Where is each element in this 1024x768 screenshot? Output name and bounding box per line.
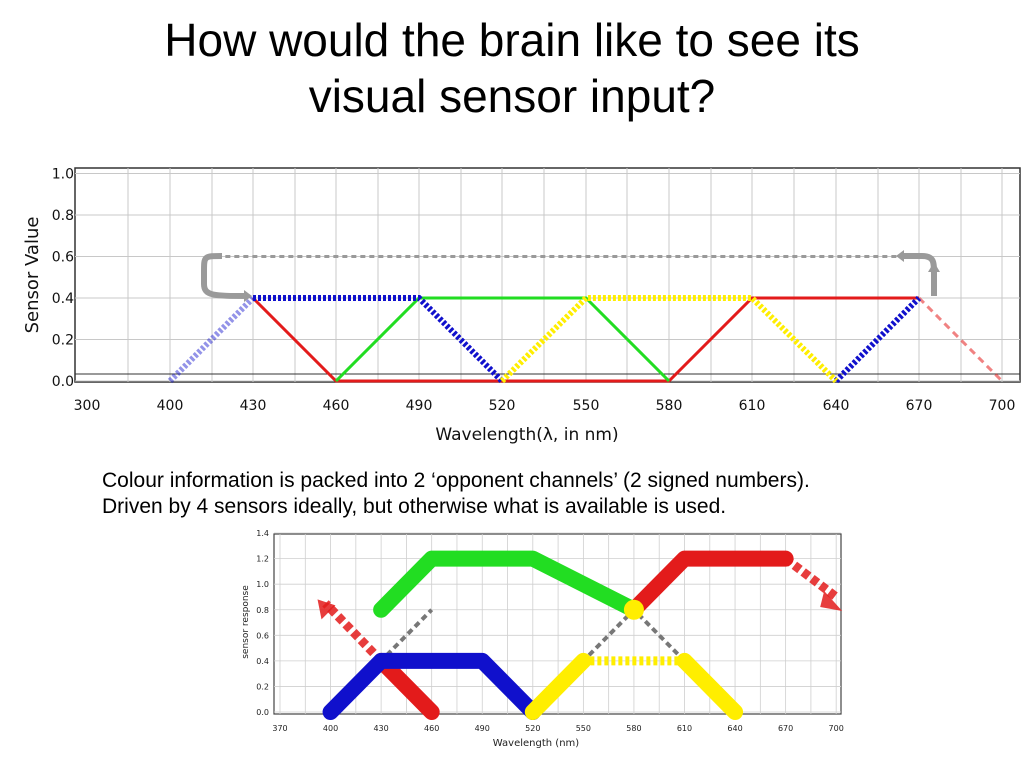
title-line-2: visual sensor input? [308,70,716,122]
x-tick-label: 460 [424,724,439,733]
y-tick-label: 0.2 [256,682,269,691]
x-tick-label: 700 [989,398,1016,414]
x-tick-label: 580 [626,724,641,733]
y-tick-label: 1.4 [256,529,269,538]
wrap-arrow-right [900,253,937,296]
x-tick-label: 670 [778,724,793,733]
x-tick-label: 490 [406,398,433,414]
x-tick-label: 610 [739,398,766,414]
y-axis-label: sensor response [241,585,251,659]
series-blue-5 [322,652,541,720]
title-line-1: How would the brain like to see its [164,14,860,66]
x-tick-label: 400 [323,724,338,733]
x-axis-label: Wavelength(λ, in nm) [435,425,618,445]
series-blue-5 [167,295,256,384]
series-red-1 [917,296,1004,383]
wrap-arrowhead-left [244,290,252,302]
slide-title: How would the brain like to see its visu… [0,12,1024,124]
arrowhead-red-right [820,590,843,611]
y-tick-label: 0.4 [256,657,269,666]
wrap-arrowhead-right [896,250,904,262]
y-axis-label: Sensor Value [22,217,43,334]
x-tick-label: 430 [240,398,267,414]
y-tick-label: 1.2 [256,555,269,564]
series-blue-3 [253,295,505,384]
x-tick-label: 430 [373,724,388,733]
y-tick-label: 0.0 [256,708,269,717]
y-tick-label: 0.4 [52,291,74,307]
caption-line-1: Colour information is packed into 2 ‘opp… [102,469,810,492]
x-tick-label: 520 [525,724,540,733]
caption-line-2: Driven by 4 sensors ideally, but otherwi… [102,495,727,518]
x-tick-label: 640 [727,724,742,733]
series-blue-4 [833,295,922,384]
x-tick-label: 300 [74,398,101,414]
x-axis-label: Wavelength (nm) [493,738,579,749]
x-tick-label: 670 [906,398,933,414]
series-yellow-8 [676,652,744,720]
y-tick-label: 0.6 [52,250,74,266]
y-tick-label: 0.0 [52,374,74,390]
wrap-arrowhead-up [928,262,940,272]
series-red-1 [625,550,794,618]
caption: Colour information is packed into 2 ‘opp… [102,468,1002,520]
series-yellow-6 [524,652,592,720]
sensor-response-chart: 370 400 430 460 490 520 550 580 610 640 670 700 0.0 0… [241,529,844,749]
x-tick-label: 460 [323,398,350,414]
x-tick-label: 520 [489,398,516,414]
series-yellow-6 [499,295,839,384]
x-tick-label: 580 [656,398,683,414]
x-tick-label: 400 [157,398,184,414]
x-tick-label: 640 [823,398,850,414]
wrap-arrow-left [201,253,249,299]
series-red-3 [322,600,385,665]
x-tick-label: 370 [272,724,287,733]
y-tick-label: 0.6 [256,631,269,640]
x-tick-label: 700 [829,724,844,733]
x-tick-label: 550 [573,398,600,414]
opponent-channel-chart: 300 400 430 460 490 520 550 580 610 640 670 700 0.0 0… [22,167,1021,445]
y-tick-label: 0.8 [52,208,74,224]
crossover-dot [623,599,644,620]
arrowhead-red-left [317,599,336,620]
series-green-0 [373,550,642,618]
y-tick-label: 0.8 [256,606,269,615]
series-red-4 [373,652,440,720]
x-tick-label: 610 [677,724,692,733]
y-tick-label: 0.2 [52,333,74,349]
x-tick-label: 550 [576,724,591,733]
y-tick-label: 1.0 [52,167,74,183]
x-tick-label: 490 [475,724,490,733]
plot-area [74,167,1021,383]
series-green-2 [334,296,671,383]
y-tick-label: 1.0 [256,580,269,589]
